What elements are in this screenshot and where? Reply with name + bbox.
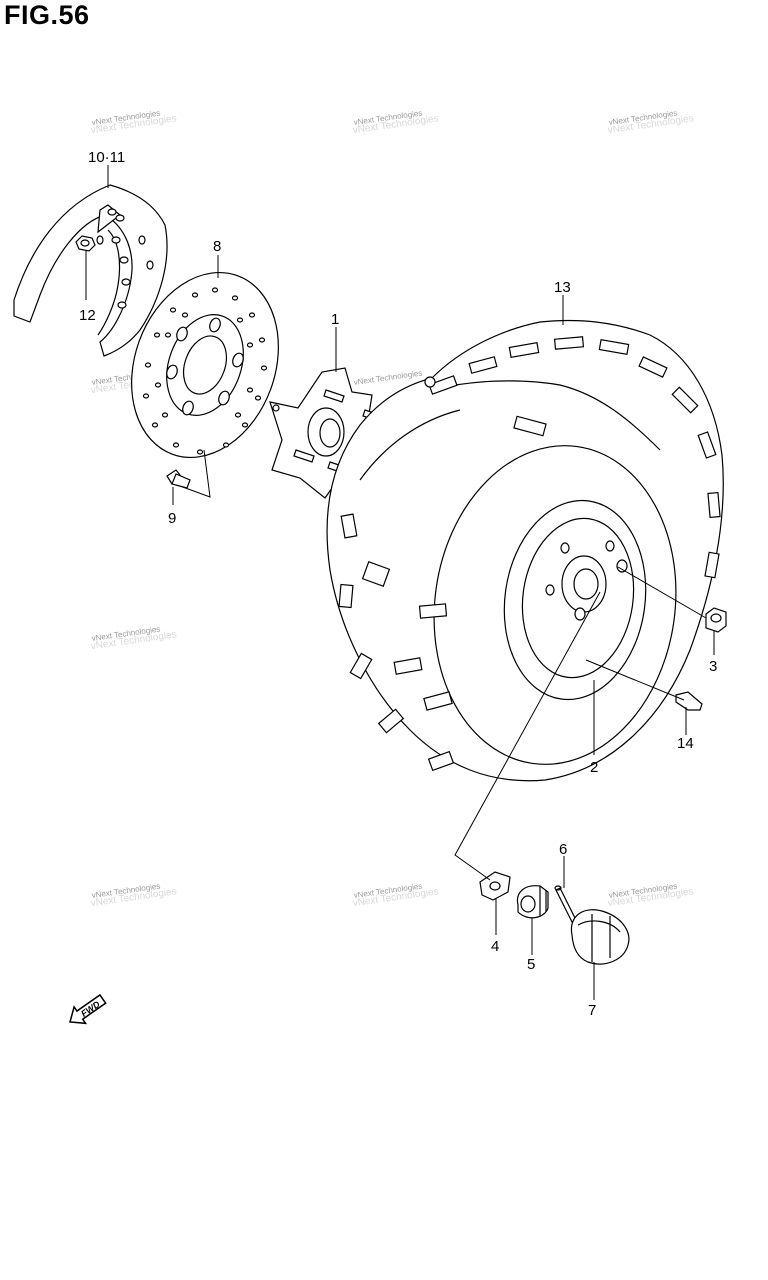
disc-cover-drawing bbox=[13, 184, 168, 357]
callout-tire: 13 bbox=[554, 279, 571, 296]
figure-title: FIG.56 bbox=[4, 0, 90, 30]
hub-cap-drawing bbox=[570, 909, 630, 965]
fwd-arrow: FWD bbox=[69, 993, 107, 1025]
watermark-7: vNext Technologies vNext Technologies bbox=[90, 624, 177, 652]
valve-drawing bbox=[675, 691, 703, 711]
leader-lines bbox=[85, 165, 715, 1000]
washer-drawing bbox=[479, 871, 511, 901]
watermark-11: vNext Technologies vNext Technologies bbox=[352, 881, 439, 909]
brake-disc-drawing bbox=[131, 271, 279, 459]
callout-rim: 2 bbox=[590, 759, 598, 776]
watermark-10: vNext Technologies vNext Technologies bbox=[90, 881, 177, 909]
cover-bolt-drawing bbox=[75, 235, 96, 252]
watermark-2: vNext Technologies vNext Technologies bbox=[352, 108, 439, 136]
callout-brake-disc: 8 bbox=[213, 238, 221, 255]
callout-hub-cap: 7 bbox=[588, 1002, 596, 1019]
callout-labels: 10·11 12 8 9 1 13 3 14 2 4 5 6 7 bbox=[79, 149, 717, 1019]
callout-cotter-pin: 6 bbox=[559, 841, 567, 858]
callout-valve: 14 bbox=[677, 735, 694, 752]
castle-nut-drawing bbox=[516, 885, 549, 919]
cotter-pin-drawing bbox=[554, 885, 577, 923]
callout-cover-bolt: 12 bbox=[79, 307, 96, 324]
watermark-1: vNext Technologies vNext Technologies bbox=[90, 108, 177, 136]
callout-hub: 1 bbox=[331, 311, 339, 328]
callout-disc-bolt: 9 bbox=[168, 510, 176, 527]
callout-disc-cover: 10·11 bbox=[88, 149, 125, 166]
callout-nut: 3 bbox=[709, 658, 717, 675]
callout-washer: 4 bbox=[491, 938, 499, 955]
watermark-3: vNext Technologies vNext Technologies bbox=[607, 108, 694, 136]
callout-castle-nut: 5 bbox=[527, 956, 535, 973]
watermark-12: vNext Technologies vNext Technologies bbox=[607, 881, 694, 909]
nut-drawing bbox=[705, 607, 727, 633]
tire-drawing bbox=[326, 319, 724, 782]
disc-bolt-drawing bbox=[166, 469, 191, 489]
